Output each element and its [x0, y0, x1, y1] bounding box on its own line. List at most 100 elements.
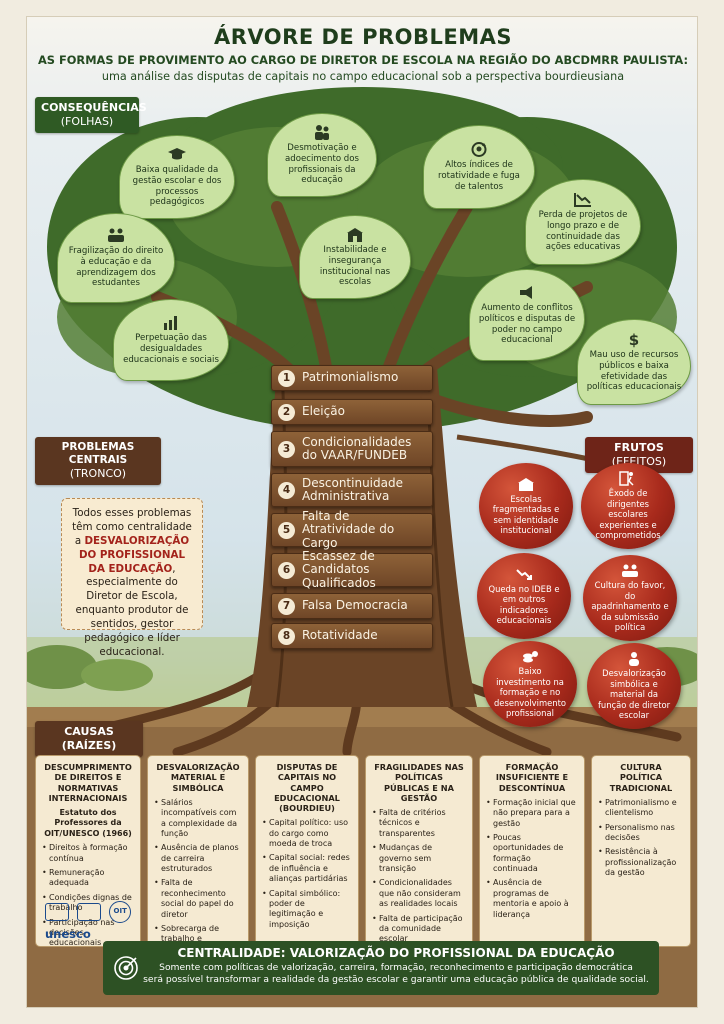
leaf-text: Mau uso de recursos públicos e baixa efe… — [586, 350, 682, 393]
cause-item: Direitos à formação contínua — [42, 843, 134, 864]
cause-card: CULTURA POLÍTICA TRADICIONAL Patrimonial… — [591, 755, 691, 947]
group-icon — [622, 564, 638, 578]
problem-label: Falta de Atratividade do Cargo — [302, 508, 395, 550]
cause-item: Remuneração adequada — [42, 868, 134, 889]
person-icon — [629, 652, 639, 667]
fruits-title: FRUTOS — [614, 441, 664, 454]
leaf-consequence: Fragilização do direito à educação e da … — [57, 213, 175, 303]
leaf-consequence: $ Mau uso de recursos públicos e baixa e… — [577, 319, 691, 405]
cause-card: FRAGILIDADES NAS POLÍTICAS PÚBLICAS E NA… — [365, 755, 473, 947]
problems-tag: PROBLEMAS CENTRAIS (TRONCO) — [35, 437, 161, 485]
poster: ÁRVORE DE PROBLEMAS AS FORMAS DE PROVIME… — [26, 16, 698, 1008]
problem-number: 8 — [278, 627, 295, 645]
cause-title: DESCUMPRIMENTO DE DIREITOS E NORMATIVAS … — [44, 762, 132, 803]
leaf-text: Baixa qualidade da gestão escolar e dos … — [132, 165, 222, 208]
cause-item: Condicionalidades que não consideram as … — [372, 878, 466, 909]
note-text: Todos esses problemas têm como centralid… — [72, 507, 192, 547]
problem-8: 8 Rotatividade — [271, 623, 433, 649]
problem-1: 1 Patrimonialismo — [271, 365, 433, 391]
fruit-text: Desvalorização simbólica e material da f… — [597, 668, 671, 721]
problem-number: 7 — [278, 597, 295, 615]
cause-item: Falta de participação da comunidade esco… — [372, 914, 466, 945]
problem-label: Condicionalidades do VAAR/FUNDEB — [302, 434, 412, 462]
cause-item: Falta de critérios técnicos e transparen… — [372, 808, 466, 839]
cause-item: Capital político: uso do cargo como moed… — [262, 818, 352, 849]
cause-item: Patrimonialismo e clientelismo — [598, 798, 684, 819]
rotation-icon — [471, 142, 487, 158]
header: ÁRVORE DE PROBLEMAS AS FORMAS DE PROVIME… — [27, 17, 697, 91]
graduation-cap-icon — [168, 148, 186, 160]
leaf-consequence: Perda de projetos de longo prazo e de co… — [525, 179, 641, 265]
problem-label: Descontinuidade Administrativa — [302, 475, 403, 503]
fruit-text: Cultura do favor, do apadrinhamento e da… — [591, 580, 669, 633]
cause-title: DESVALORIZAÇÃO MATERIAL E SIMBÓLICA — [156, 762, 240, 793]
problem-number: 5 — [278, 521, 295, 539]
cause-item: Capital social: redes de influência e al… — [262, 853, 352, 884]
cause-reference: Estatuto dos Professores da OIT/UNESCO (… — [44, 808, 132, 838]
leaf-text: Instabilidade e insegurança instituciona… — [319, 245, 391, 288]
problems-title: PROBLEMAS CENTRAIS — [61, 441, 135, 467]
fruit-effect: Êxodo de dirigentes escolares experiente… — [581, 463, 675, 549]
leaf-consequence: Altos índices de rotatividade e fuga de … — [423, 125, 535, 209]
cause-card: DISPUTAS DE CAPITAIS NO CAMPO EDUCACIONA… — [255, 755, 359, 947]
leaf-text: Altos índices de rotatividade e fuga de … — [438, 160, 520, 192]
cause-card: FORMAÇÃO INSUFICIENTE E DESCONTÍNUA Form… — [479, 755, 585, 947]
page-title: ÁRVORE DE PROBLEMAS — [214, 25, 512, 49]
problem-5: 5 Falta de Atratividade do Cargo — [271, 508, 433, 550]
footer-text-line1: Somente com políticas de valorização, ca… — [159, 962, 633, 973]
page-subtitle: AS FORMAS DE PROVIMENTO AO CARGO DE DIRE… — [37, 53, 689, 67]
leaf-consequence: Instabilidade e insegurança instituciona… — [299, 215, 411, 299]
students-icon — [108, 228, 124, 243]
coins-icon — [523, 651, 538, 663]
note-text-end: , especialmente do Diretor de Escola, en… — [75, 562, 189, 658]
leaf-consequence: Perpetuação das desigualdades educaciona… — [113, 299, 229, 381]
problem-label: Eleição — [302, 404, 345, 419]
fruit-effect: Baixo investimento na formação e no dese… — [483, 641, 577, 727]
problems-sub: (TRONCO) — [69, 467, 127, 481]
problem-4: 4 Descontinuidade Administrativa — [271, 473, 433, 507]
causes-title: CAUSAS (RAÍZES) — [61, 725, 117, 752]
leaf-text: Perda de projetos de longo prazo e de co… — [538, 210, 628, 253]
cause-title: DISPUTAS DE CAPITAIS NO CAMPO EDUCACIONA… — [274, 762, 340, 813]
unesco-emblem-icon — [77, 903, 102, 921]
problem-number: 3 — [278, 440, 295, 458]
footer-banner: CENTRALIDADE: VALORIZAÇÃO DO PROFISSIONA… — [103, 941, 659, 995]
cause-title: FRAGILIDADES NAS POLÍTICAS PÚBLICAS E NA… — [374, 762, 464, 803]
cause-item: Falta de reconhecimento social do papel … — [154, 878, 242, 920]
fruit-text: Queda no IDEB e em outros indicadores ed… — [488, 583, 560, 626]
consequences-tag: CONSEQUÊNCIAS (FOLHAS) — [35, 97, 147, 133]
unesco-logo-icon — [45, 903, 69, 921]
bar-chart-icon — [164, 316, 177, 331]
target-icon — [114, 956, 138, 980]
problem-number: 1 — [278, 369, 295, 387]
dollar-icon: $ — [629, 331, 639, 348]
problem-label: Escassez de Candidatos Qualificados — [302, 548, 376, 590]
cause-item: Condições dignas de trabalho — [42, 893, 134, 914]
cause-item: Resistência à profissionalização da gest… — [598, 847, 684, 878]
centrality-note: Todos esses problemas têm como centralid… — [61, 498, 203, 658]
fruit-text: Êxodo de dirigentes escolares experiente… — [595, 488, 661, 541]
causes-tag: CAUSAS (RAÍZES) — [35, 721, 143, 757]
organization-logos: OIT unesco — [45, 901, 137, 941]
cause-item: Poucas oportunidades de formação continu… — [486, 833, 578, 875]
problem-number: 2 — [278, 403, 295, 421]
fruit-text: Escolas fragmentadas e sem identidade in… — [492, 493, 560, 536]
leaf-text: Fragilização do direito à educação e da … — [68, 246, 164, 289]
page-subtitle-secondary: uma análise das disputas de capitais no … — [101, 70, 625, 83]
cause-item: Ausência de planos de carreira estrutura… — [154, 843, 242, 874]
cause-item: Personalismo nas decisões — [598, 823, 684, 844]
unesco-wordmark: unesco — [45, 927, 91, 941]
chart-down-icon — [574, 193, 591, 208]
consequences-title: CONSEQUÊNCIAS — [41, 101, 147, 114]
problem-label: Falsa Democracia — [302, 598, 408, 613]
trend-down-icon — [516, 568, 532, 580]
consequences-sub: (FOLHAS) — [60, 114, 114, 128]
leaf-text: Aumento de conflitos políticos e disputa… — [478, 303, 576, 346]
cause-title: FORMAÇÃO INSUFICIENTE E DESCONTÍNUA — [495, 762, 569, 793]
cause-title: CULTURA POLÍTICA TRADICIONAL — [609, 762, 673, 793]
school-building-icon — [347, 228, 363, 243]
fruit-effect: Cultura do favor, do apadrinhamento e da… — [583, 555, 677, 641]
problem-6: 6 Escassez de Candidatos Qualificados — [271, 548, 433, 590]
problem-number: 6 — [278, 561, 295, 579]
footer-text-line2: será possível transformar a realidade da… — [143, 973, 649, 985]
